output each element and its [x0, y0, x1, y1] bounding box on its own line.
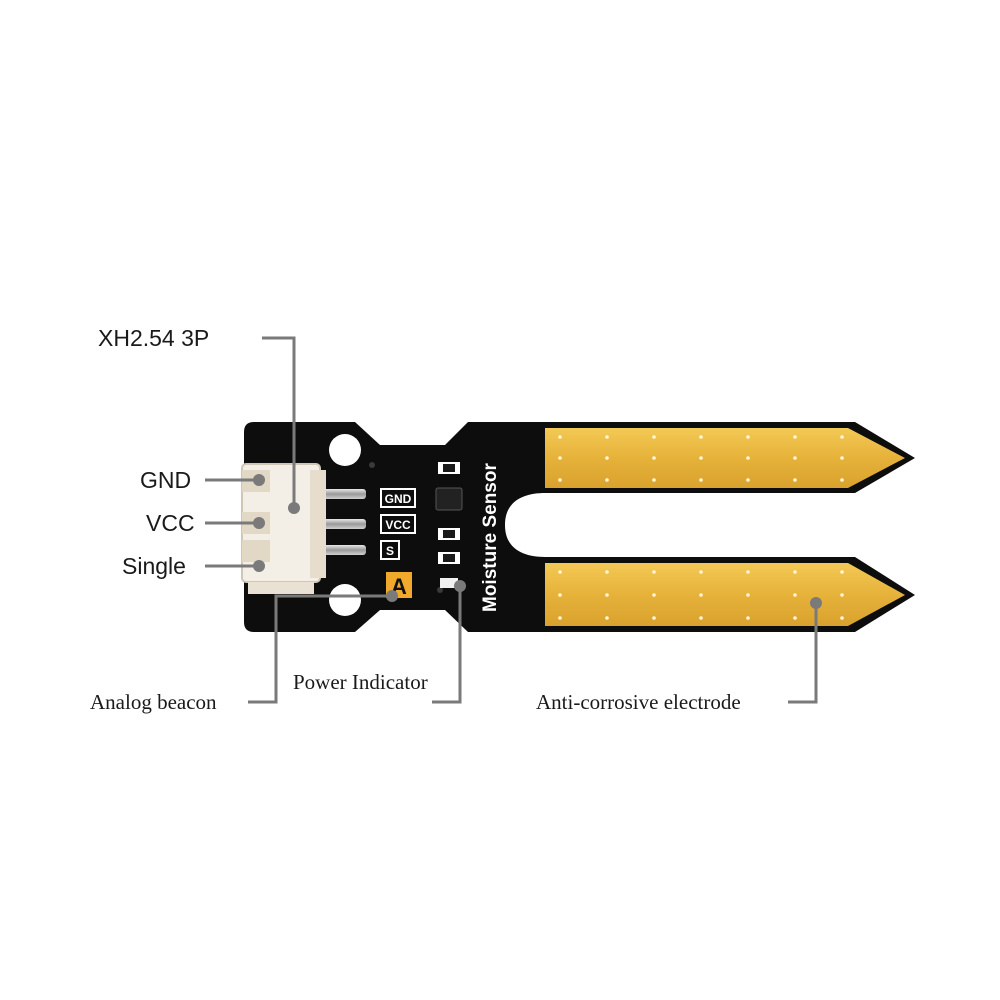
callout-labels: XH2.54 3P GND VCC Single Analog beacon P… [90, 325, 741, 714]
electrode-dot [699, 456, 703, 460]
leader-power-dot [454, 580, 466, 592]
electrode-dot [558, 593, 562, 597]
electrode-dot [652, 593, 656, 597]
electrode-dot [793, 478, 797, 482]
electrode-dot [793, 570, 797, 574]
leader-analog-dot [386, 590, 398, 602]
electrode-dot [558, 435, 562, 439]
electrode-dot [699, 435, 703, 439]
electrode-dot [840, 593, 844, 597]
electrode-dot [558, 478, 562, 482]
electrode-dot [746, 478, 750, 482]
leader-signal-dot [253, 560, 265, 572]
leader-connector [262, 336, 296, 508]
label-gnd: GND [140, 467, 191, 493]
via [437, 587, 443, 593]
silk-s: S [386, 544, 394, 558]
electrode-dot [605, 435, 609, 439]
connector-slot [242, 540, 270, 562]
electrode-dot [558, 616, 562, 620]
electrode-dot [699, 478, 703, 482]
electrode-dot [652, 456, 656, 460]
electrode-dot [605, 593, 609, 597]
electrode-top [545, 428, 905, 488]
mounting-hole-bottom [329, 584, 361, 616]
leader-electrode-dot [810, 597, 822, 609]
electrode-dot [746, 616, 750, 620]
electrode-dot [840, 570, 844, 574]
electrode-dot [746, 456, 750, 460]
electrode-dot [699, 593, 703, 597]
electrodes [545, 428, 905, 626]
electrode-dot [793, 616, 797, 620]
electrode-dots [558, 435, 844, 620]
leader-vcc-dot [253, 517, 265, 529]
electrode-dot [840, 616, 844, 620]
mounting-hole-top [329, 434, 361, 466]
electrode-dot [652, 616, 656, 620]
electrode-bottom [545, 563, 905, 626]
transistor [435, 487, 463, 511]
electrode-dot [746, 435, 750, 439]
electrode-dot [793, 435, 797, 439]
electrode-dot [605, 478, 609, 482]
electrode-dot [793, 593, 797, 597]
smd-components [435, 462, 463, 588]
silk-vcc: VCC [385, 518, 411, 532]
xh-connector [241, 463, 366, 594]
pin-labels: GND VCC S [380, 488, 416, 560]
electrode-dot [840, 435, 844, 439]
electrode-dot [605, 570, 609, 574]
electrode-dot [652, 478, 656, 482]
label-analog: Analog beacon [90, 690, 217, 714]
via [369, 462, 375, 468]
label-connector: XH2.54 3P [98, 325, 209, 351]
leader-connector-dot [288, 502, 300, 514]
power-led [440, 578, 458, 588]
electrode-dot [652, 570, 656, 574]
electrode-dot [840, 456, 844, 460]
electrode-dot [652, 435, 656, 439]
electrode-dot [699, 616, 703, 620]
connector-side [310, 470, 326, 578]
electrode-dot [840, 478, 844, 482]
leader-gnd-dot [253, 474, 265, 486]
leader-electrode [788, 603, 818, 704]
electrode-dot [558, 456, 562, 460]
electrode-dot [793, 456, 797, 460]
label-vcc: VCC [146, 510, 195, 536]
leader-lines [205, 336, 822, 704]
leader-power [432, 586, 462, 704]
label-electrode: Anti-corrosive electrode [536, 690, 741, 714]
label-signal: Single [122, 553, 186, 579]
leader-analog [248, 594, 392, 704]
electrode-dot [746, 570, 750, 574]
connector-base [248, 582, 314, 594]
electrode-dot [605, 616, 609, 620]
electrode-dot [699, 570, 703, 574]
board-title: Moisture Sensor [480, 463, 501, 612]
silk-gnd: GND [385, 492, 412, 506]
electrode-dot [605, 456, 609, 460]
label-power: Power Indicator [293, 670, 428, 694]
electrode-dot [746, 593, 750, 597]
electrode-dot [558, 570, 562, 574]
